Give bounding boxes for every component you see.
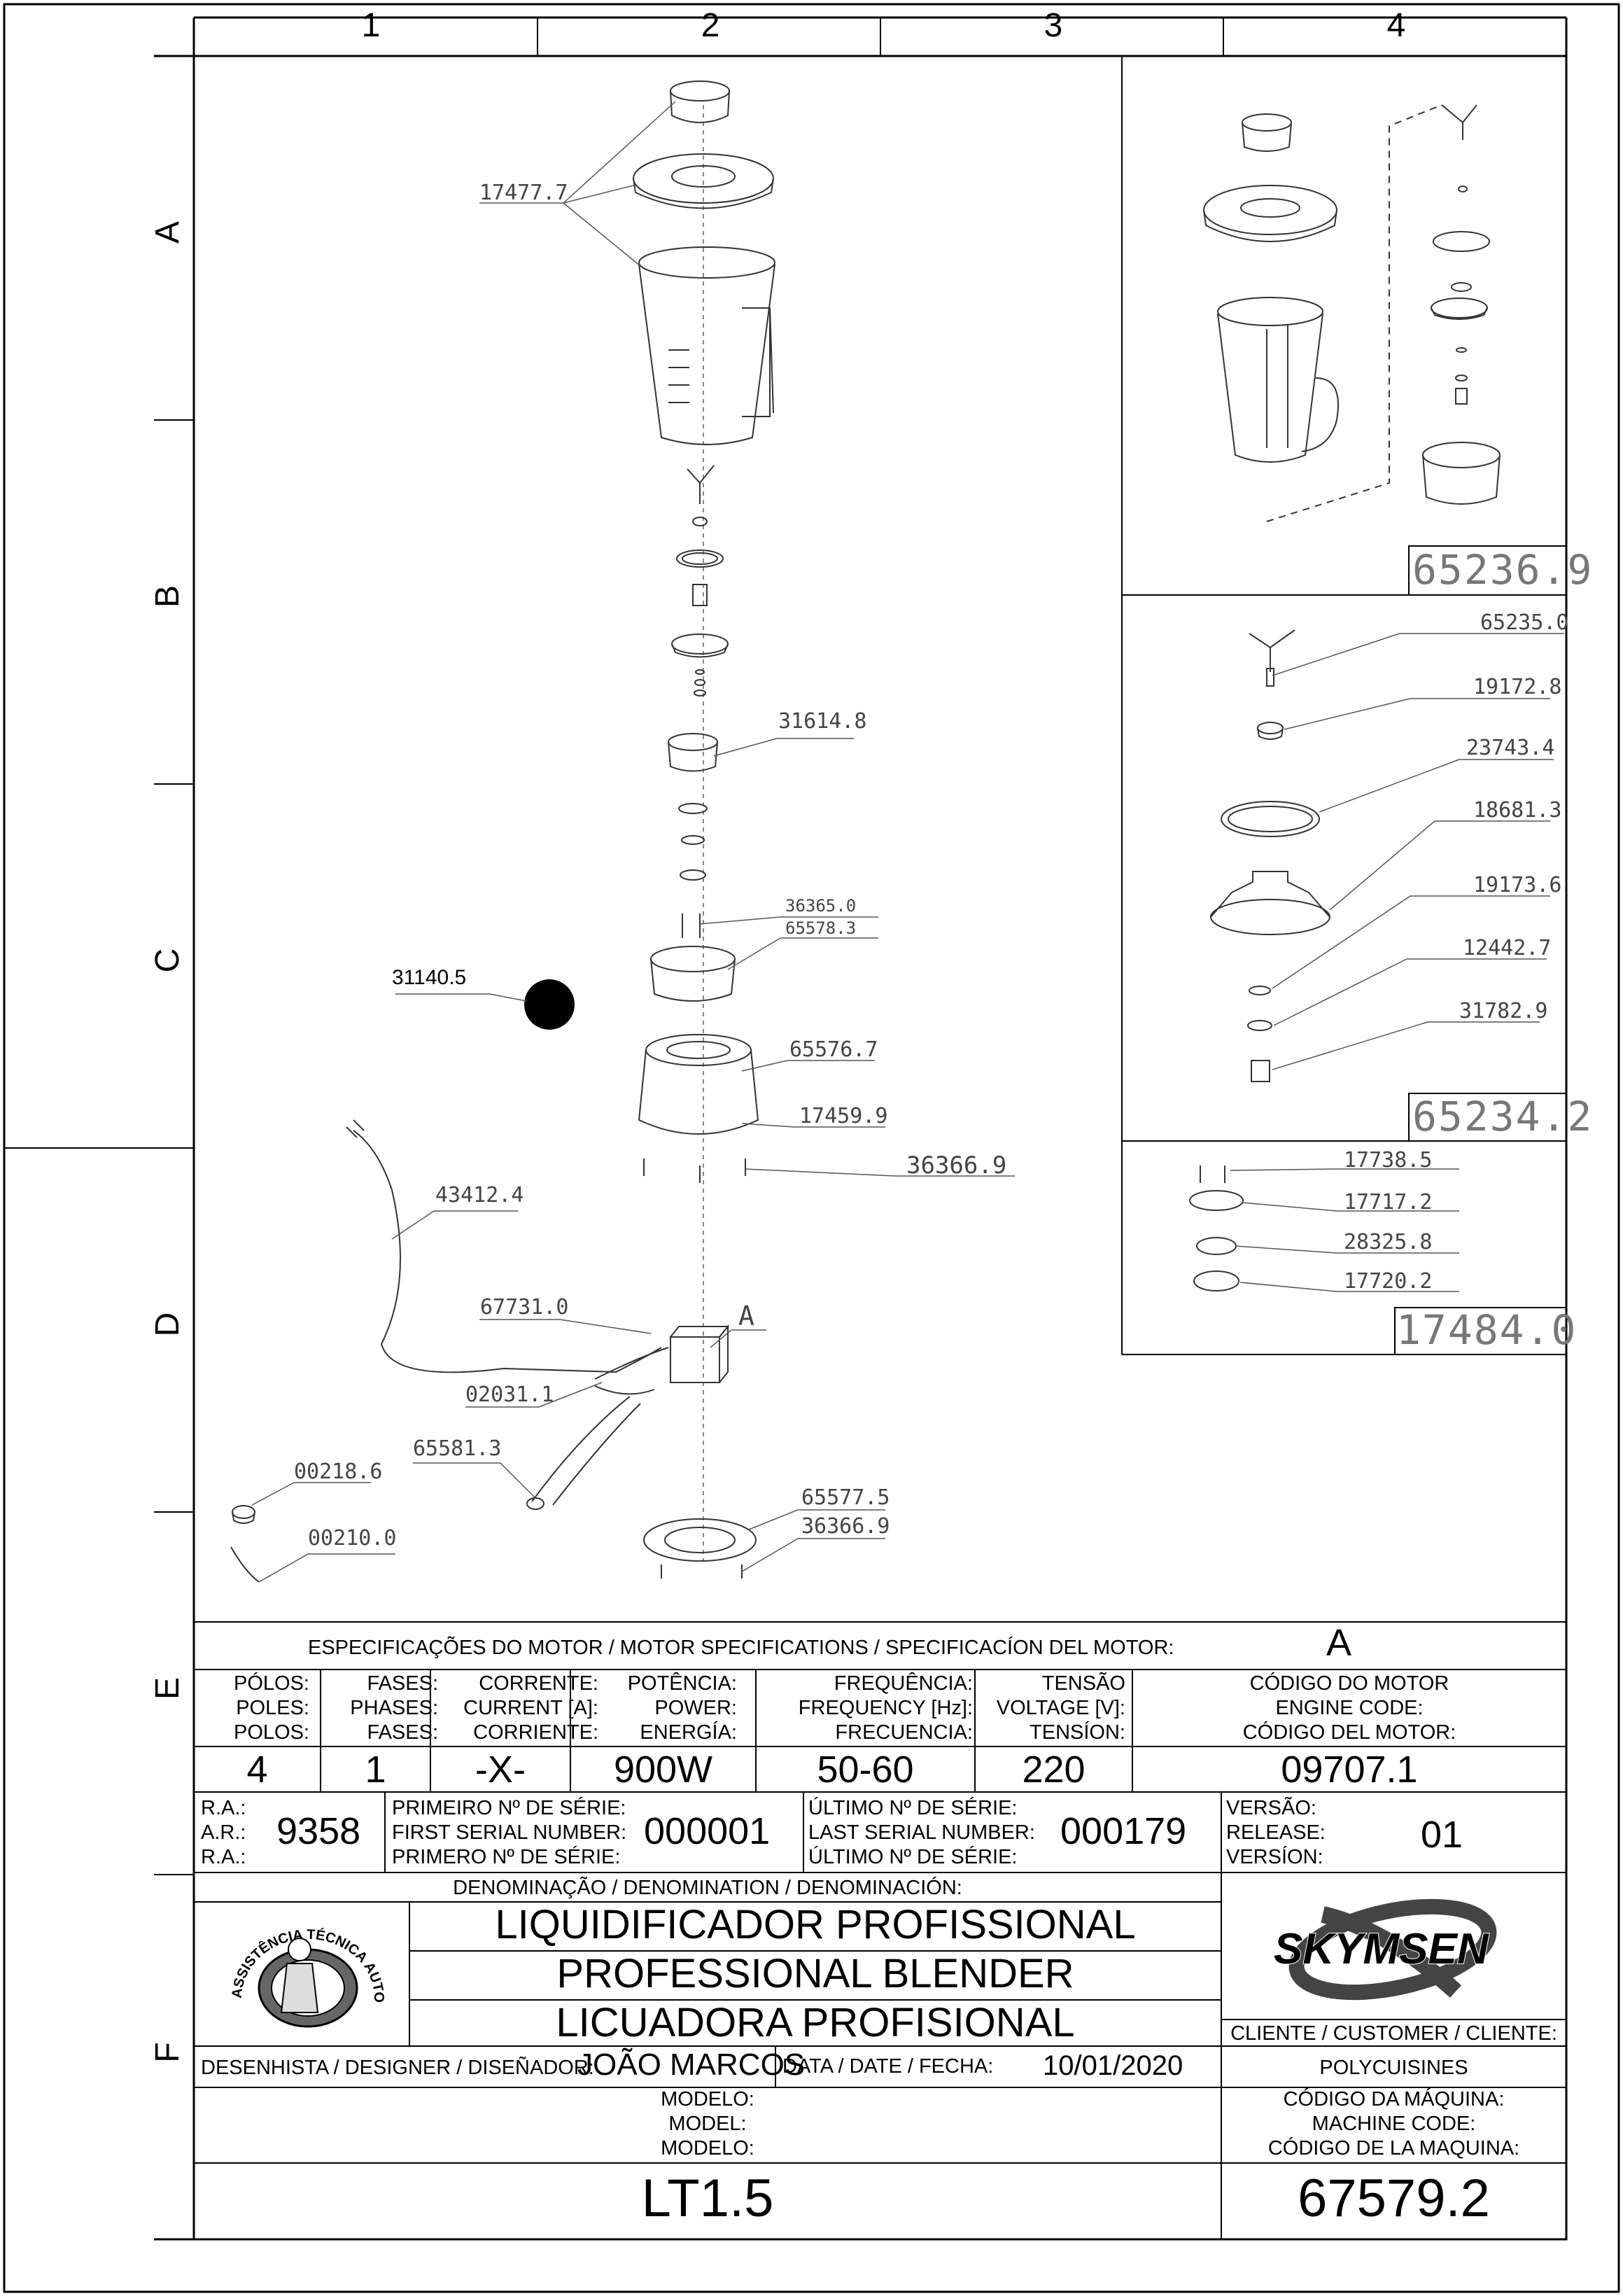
kit2-label-65235: 65235.0 <box>1480 610 1569 635</box>
kit2-label-12442: 12442.7 <box>1463 936 1552 960</box>
grid-column-4: 4 <box>1386 7 1406 44</box>
part-label-65576: 65576.7 <box>789 1037 878 1062</box>
client-value: POLYCUISINES <box>1319 2057 1468 2079</box>
machine-code-value: 67579.2 <box>1298 2169 1490 2228</box>
spec-power-label: POTÊNCIA: POWER: ENERGÍA: <box>627 1672 737 1744</box>
product-name-en: PROFESSIONAL BLENDER <box>556 1951 1074 1996</box>
date-label: DATA / DATE / FECHA: <box>782 2055 994 2078</box>
kit3-label-17738: 17738.5 <box>1344 1148 1433 1172</box>
spec-phases-value: 1 <box>365 1749 386 1791</box>
last-serial-value: 000179 <box>1060 1810 1187 1852</box>
part-label-65578: 65578.3 <box>785 918 857 938</box>
kit2-label-23743: 23743.4 <box>1466 736 1555 760</box>
kit2-label-31782: 31782.9 <box>1459 999 1548 1023</box>
client-label: CLIENTE / CUSTOMER / CLIENTE: <box>1230 2022 1557 2045</box>
authorized-service-seal: ASSISTÊNCIA TÉCNICA AUTORIZADA <box>224 1907 386 2028</box>
motor-spec-header: ESPECIFICAÇÕES DO MOTOR / MOTOR SPECIFIC… <box>308 1637 1174 1659</box>
part-label-67731: 67731.0 <box>480 1295 569 1320</box>
product-name-pt: LIQUIDIFICADOR PROFISSIONAL <box>495 1902 1136 1947</box>
spec-voltage-value: 220 <box>1022 1749 1085 1791</box>
kit2-label-19172: 19172.8 <box>1473 675 1562 699</box>
part-label-65577: 65577.5 <box>801 1485 890 1510</box>
part-label-17459: 17459.9 <box>799 1104 888 1128</box>
spec-frequency-label: FREQUÊNCIA: FREQUENCY [Hz]: FRECUENCIA: <box>798 1672 973 1744</box>
kit-code-17484: 17484.0 <box>1396 1306 1578 1354</box>
spec-voltage-label: TENSÃO VOLTAGE [V]: TENSÍON: <box>996 1672 1125 1744</box>
date-value: 10/01/2020 <box>1043 2050 1183 2081</box>
spec-poles-value: 4 <box>246 1749 268 1791</box>
part-label-36366-lower: 36366.9 <box>801 1514 890 1539</box>
part-label-31614: 31614.8 <box>778 709 867 734</box>
kit3-label-17717: 17717.2 <box>1344 1190 1433 1214</box>
part-label-17477: 17477.7 <box>479 181 568 205</box>
part-label-00210: 00210.0 <box>308 1526 397 1550</box>
kit2-label-18681: 18681.3 <box>1473 798 1562 822</box>
ra-label: R.A.: A.R.: R.A.: <box>201 1797 246 1868</box>
product-name-es: LICUADORA PROFISIONAL <box>556 2000 1075 2045</box>
motor-callout-a: A <box>738 1301 754 1331</box>
part-label-36365: 36365.0 <box>785 896 857 916</box>
part-label-43412: 43412.4 <box>435 1183 524 1208</box>
spec-frequency-value: 50-60 <box>817 1749 914 1791</box>
grid-column-1: 1 <box>361 7 381 44</box>
version-label: VERSÃO: RELEASE: VERSÍON: <box>1226 1797 1326 1868</box>
model-value: LT1.5 <box>641 2169 774 2228</box>
grid-column-2: 2 <box>701 7 720 44</box>
kit3-label-17720: 17720.2 <box>1344 1269 1433 1294</box>
ra-value: 9358 <box>276 1810 361 1852</box>
model-label: MODELO: MODEL: MODELO: <box>661 2088 754 2160</box>
first-serial-label: PRIMEIRO Nº DE SÉRIE: FIRST SERIAL NUMBE… <box>392 1797 627 1868</box>
kit3-label-28325: 28325.8 <box>1344 1230 1433 1254</box>
spec-engine-code-value: 09707.1 <box>1281 1749 1418 1791</box>
spec-poles-label: PÓLOS: POLES: POLOS: <box>234 1672 309 1744</box>
part-label-65581: 65581.3 <box>413 1436 502 1461</box>
grid-row-f: F <box>149 2042 186 2063</box>
part-label-00218: 00218.6 <box>294 1460 383 1484</box>
first-serial-value: 000001 <box>644 1810 771 1852</box>
spec-current-label: CORRENTE: CURRENT [A]: CORRIENTE: <box>463 1672 598 1744</box>
designer-value: JOÃO MARCOS <box>577 2047 806 2082</box>
version-value: 01 <box>1421 1814 1463 1856</box>
spec-engine-code-label: CÓDIGO DO MOTOR ENGINE CODE: CÓDIGO DEL … <box>1242 1672 1456 1744</box>
grid-row-e: E <box>149 1677 186 1700</box>
spec-phases-label: FASES: PHASES: FASES: <box>350 1672 438 1744</box>
spec-current-value: -X- <box>475 1749 526 1791</box>
part-label-36366-upper: 36366.9 <box>906 1152 1007 1180</box>
machine-code-label: CÓDIGO DA MÁQUINA: MACHINE CODE: CÓDIGO … <box>1267 2088 1520 2160</box>
motor-spec-letter: A <box>1326 1622 1352 1664</box>
denomination-label: DENOMINAÇÃO / DENOMINATION / DENOMINACIÓ… <box>453 1877 962 1899</box>
kit2-label-19173: 19173.6 <box>1473 873 1562 897</box>
spec-power-value: 900W <box>613 1749 713 1791</box>
last-serial-label: ÚLTIMO Nº DE SÉRIE: LAST SERIAL NUMBER: … <box>808 1797 1035 1868</box>
kit-code-65234: 65234.2 <box>1412 1093 1594 1140</box>
exploded-view-drawing <box>230 80 1564 1583</box>
skymsen-logo-text: SKYMSEN <box>1274 1925 1489 1973</box>
designer-label: DESENHISTA / DESIGNER / DISEÑADOR: <box>201 2057 594 2079</box>
kit-code-65236: 65236.9 <box>1412 546 1594 594</box>
part-label-31140: 31140.5 <box>392 966 467 989</box>
grid-column-3: 3 <box>1044 7 1063 44</box>
part-label-02031: 02031.1 <box>465 1382 554 1407</box>
skymsen-logo: SKYMSEN <box>1273 1898 1497 2001</box>
